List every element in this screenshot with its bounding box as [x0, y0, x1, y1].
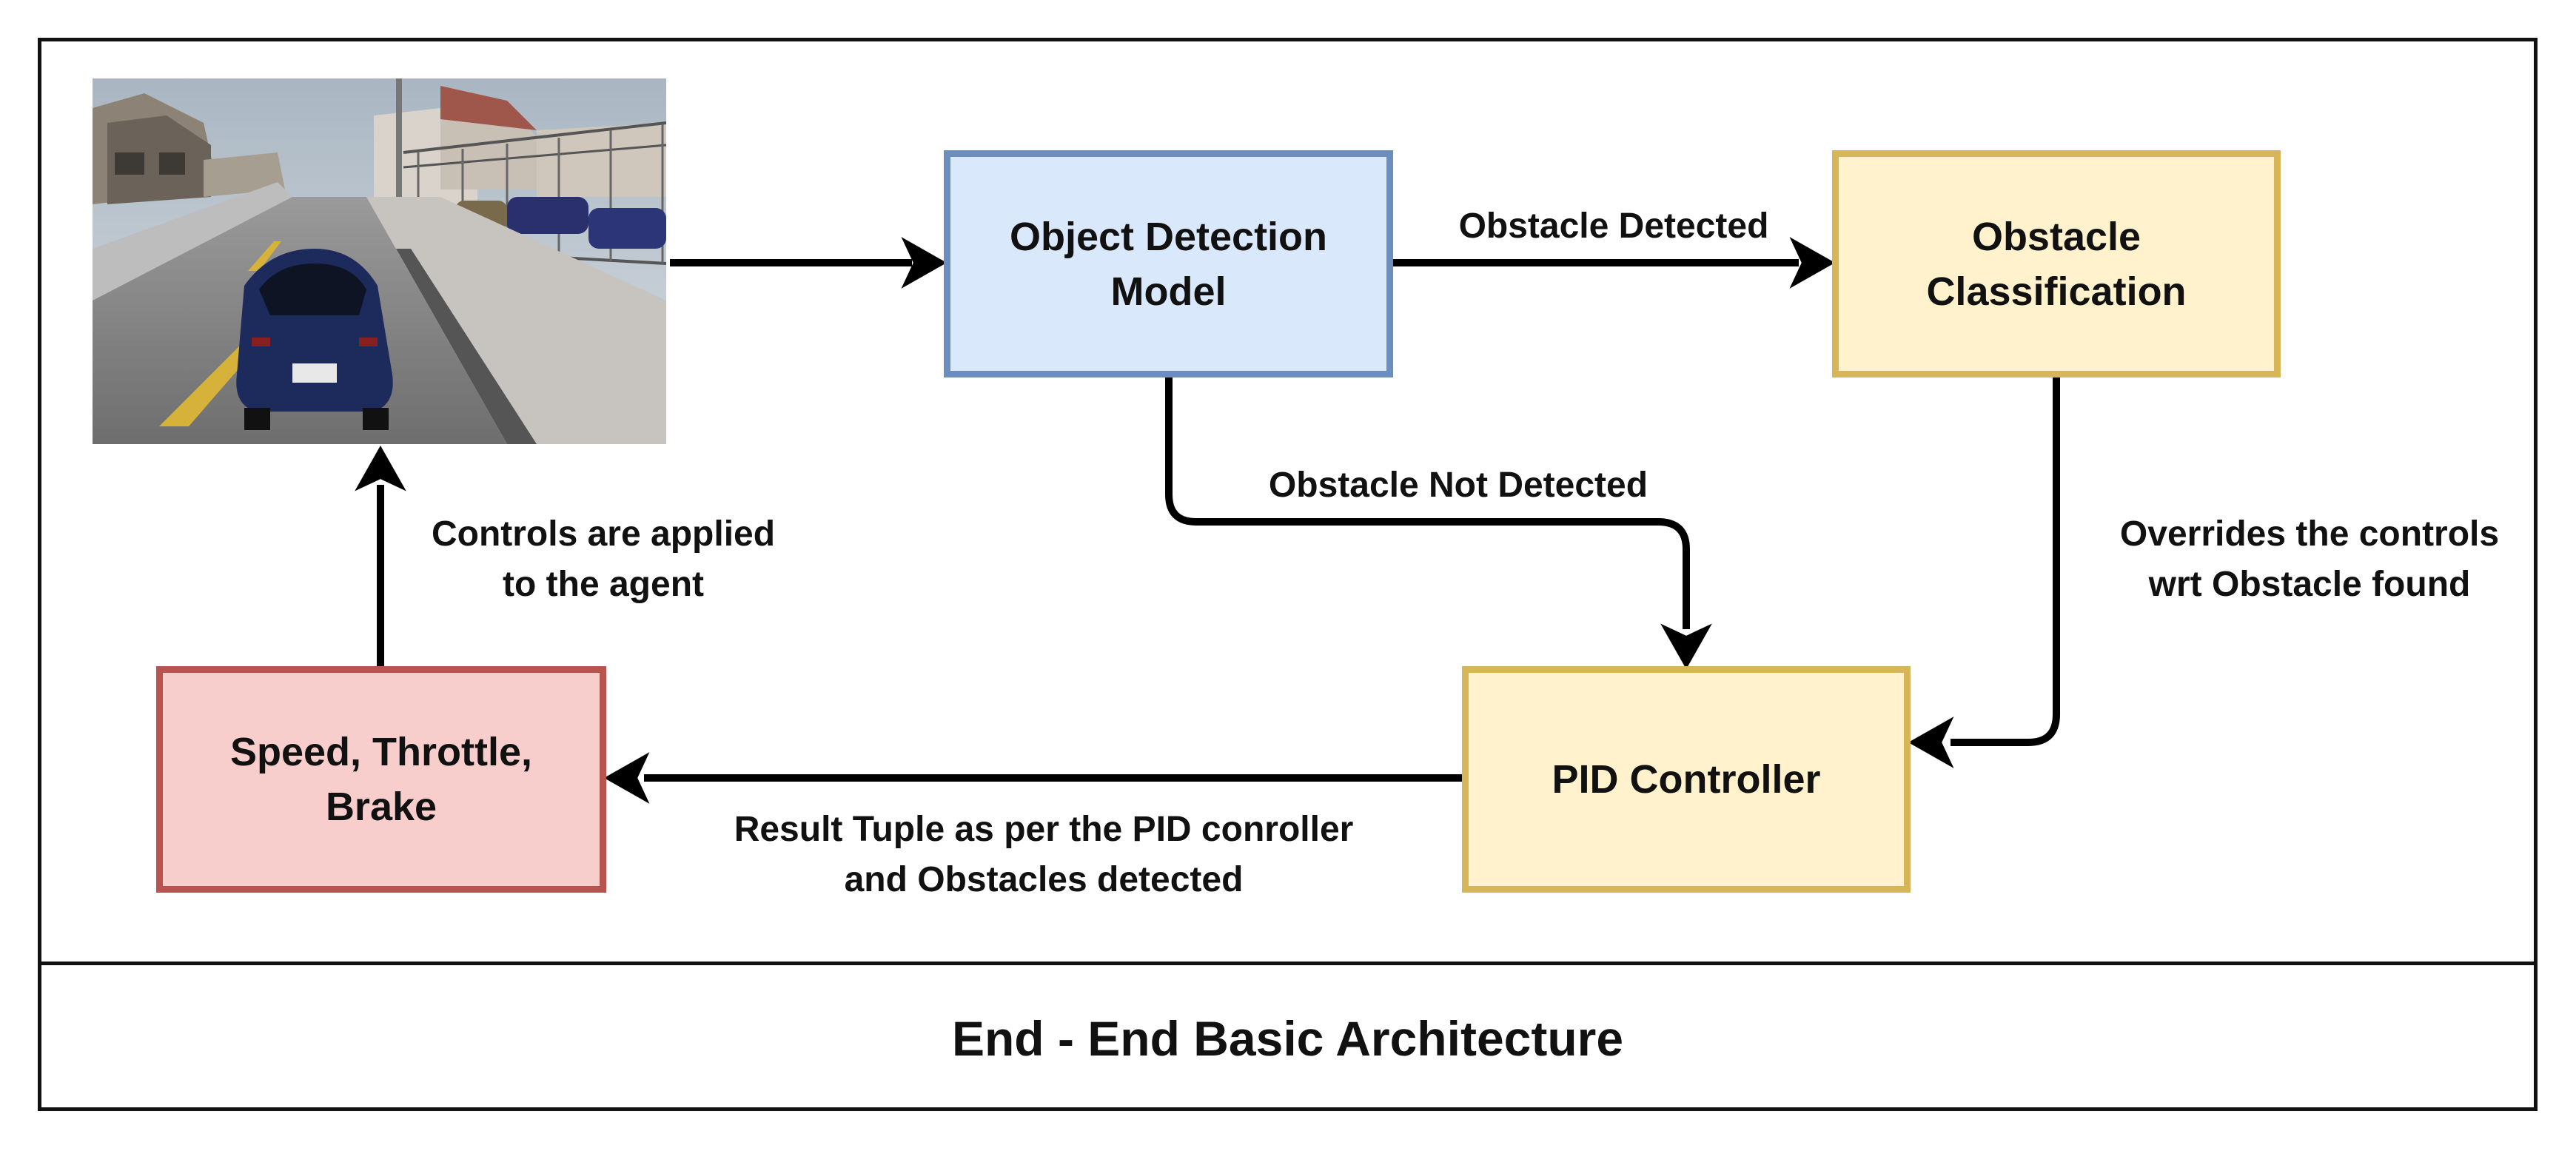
arrowhead-pid-right: [1908, 717, 1954, 768]
diagram-caption: End - End Basic Architecture: [951, 1010, 1624, 1066]
label-overrides-controls: Overrides the controls wrt Obstacle foun…: [2119, 514, 2500, 604]
caption-divider: [38, 962, 2538, 965]
label-obstacle-not-detected: Obstacle Not Detected: [1268, 466, 1648, 505]
arrowhead-detection: [901, 237, 947, 289]
pid-controller-box: PID Controller: [1462, 666, 1911, 893]
label-obstacle-detected: Obstacle Detected: [1458, 207, 1769, 246]
arrow-classification-to-pid: [1951, 377, 2060, 746]
label-controls-applied: Controls are applied to the agent: [431, 514, 776, 604]
obstacle-classification-box: Obstacle Classification: [1832, 150, 2281, 377]
arrowhead-speed: [603, 752, 650, 804]
arrowhead-classification: [1789, 237, 1836, 289]
speed-throttle-brake-box: Speed, Throttle, Brake: [156, 666, 606, 893]
object-detection-model-box: Object Detection Model: [944, 150, 1393, 377]
arrowhead-pid-top: [1660, 623, 1712, 670]
diagram-frame: [38, 38, 2538, 1111]
simulator-camera-image: [93, 78, 666, 444]
arrow-detection-to-pid: [1165, 377, 1690, 629]
label-result-tuple: Result Tuple as per the PID conroller an…: [734, 810, 1354, 899]
arrowhead-image: [355, 445, 406, 491]
driving-scene-illustration: [93, 78, 666, 444]
